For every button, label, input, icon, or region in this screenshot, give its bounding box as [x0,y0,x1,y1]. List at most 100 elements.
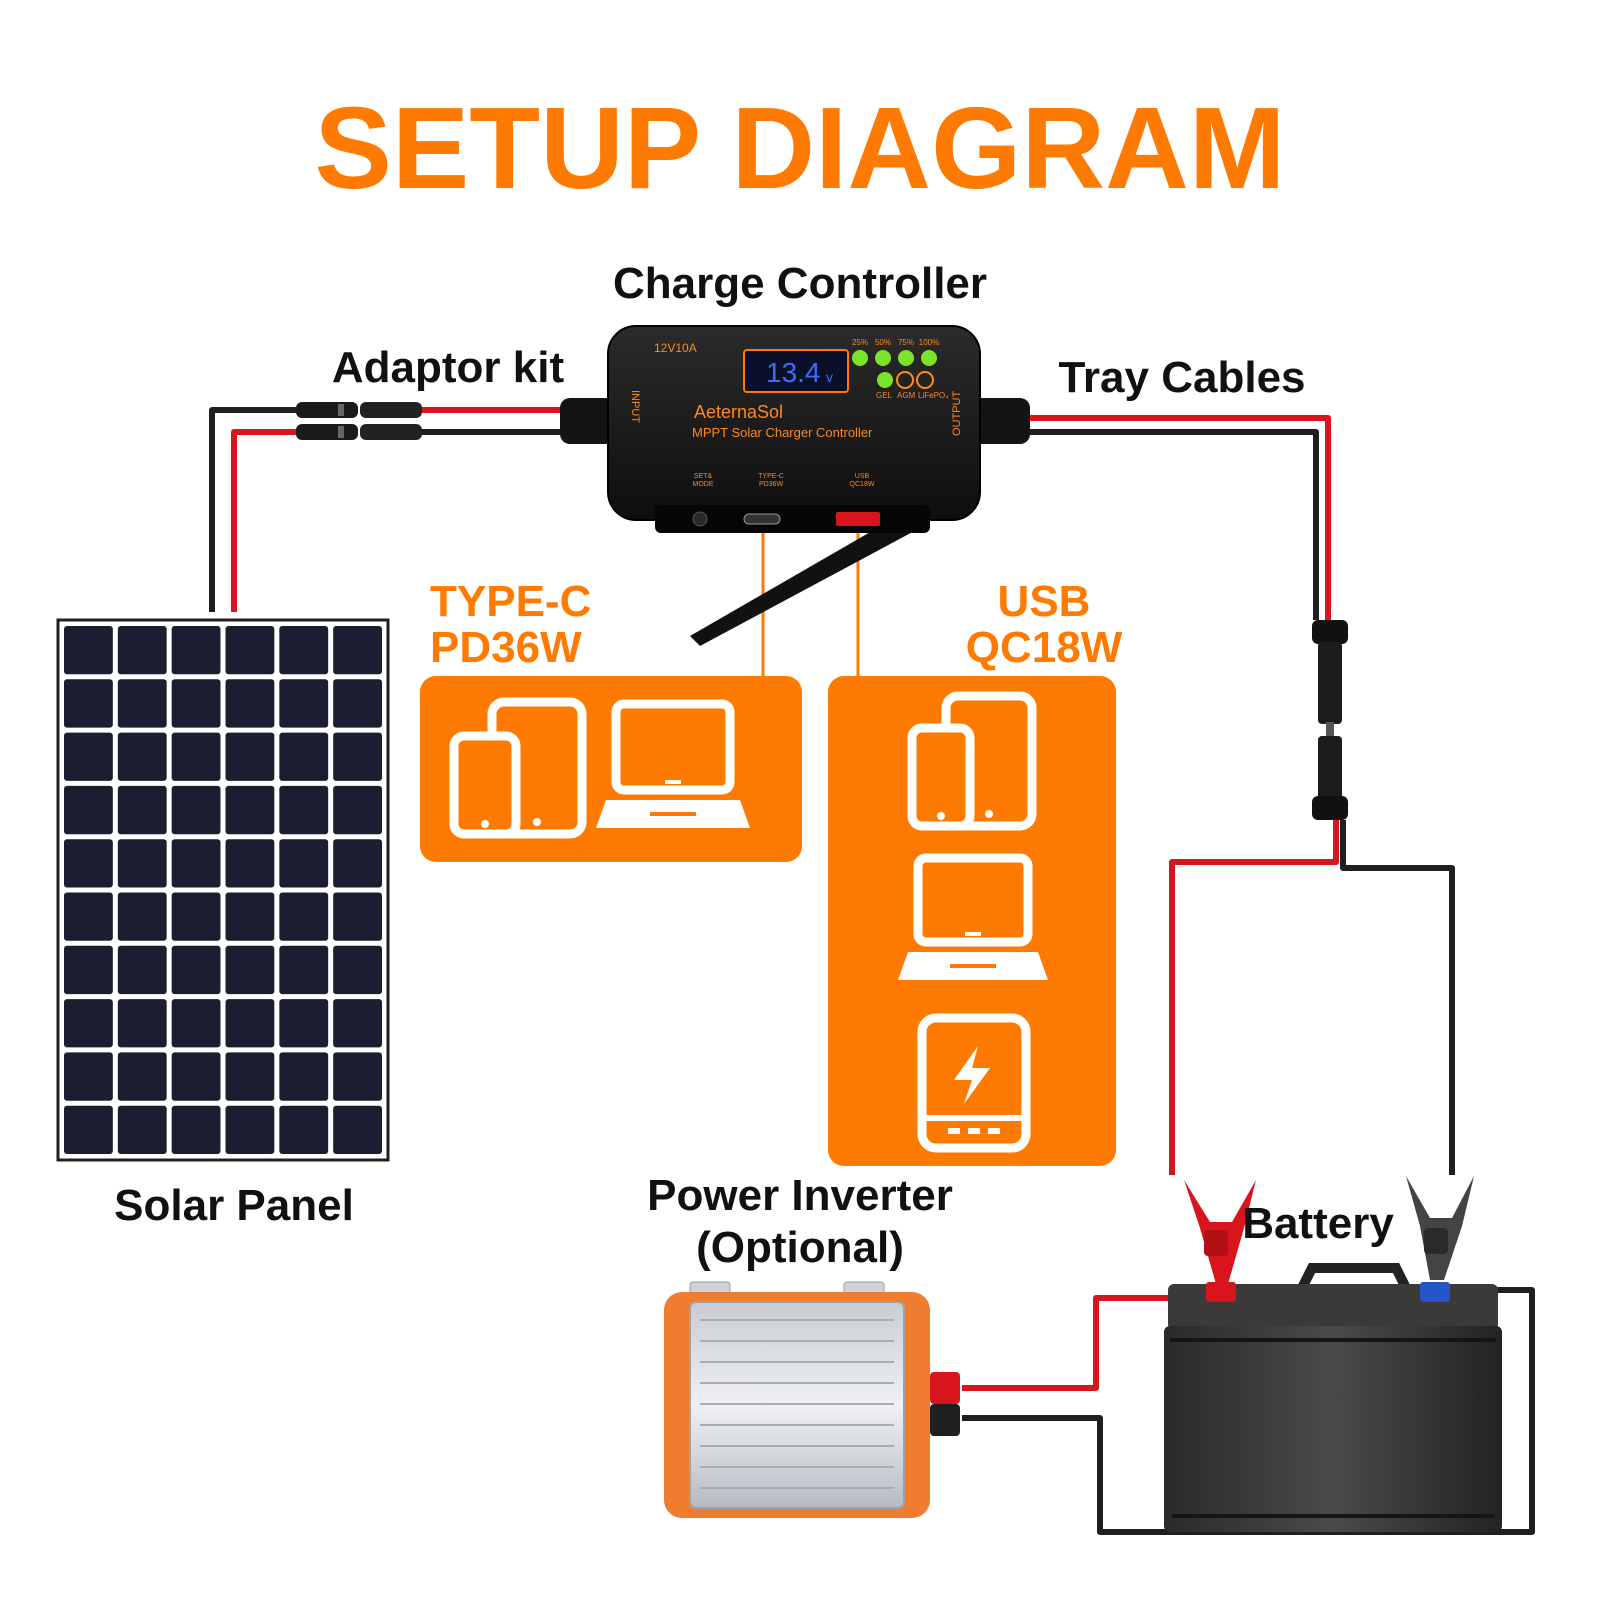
solar-cell [279,999,329,1048]
controller-model: MPPT Solar Charger Controller [692,425,873,440]
battery-type-led [916,371,934,389]
solar-cell [225,732,275,781]
mc4-ring [338,404,344,416]
black-battery-clamp [1406,1176,1474,1280]
output-label: OUTPUT [951,391,963,437]
sae-red-lead [1169,820,1339,1175]
panel-frame [56,618,390,1162]
solar-cell [171,626,221,675]
usb-device-box [828,676,1116,1166]
typec-port[interactable] [743,513,781,525]
solar-cell [117,999,167,1048]
power-inverter-optional-label: (Optional) [696,1223,904,1272]
solar-cell [333,1105,382,1154]
solar-cell [333,732,382,781]
power-inverter [664,1281,960,1518]
solar-cell [117,839,167,888]
solar-cell [64,626,113,675]
solar-cell [225,892,275,941]
solar-cell [64,732,113,781]
laptop-icon [596,699,750,828]
typec-device-box [420,676,802,862]
usb-box-bg [828,676,1116,1166]
phone-icon [449,731,521,839]
solar-cell [225,626,275,675]
solar-cell [279,839,329,888]
solar-panel [56,618,390,1162]
inverter-negative-terminal [930,1404,960,1436]
mc4-connector-top-right [360,402,422,418]
solar-cell [117,1105,167,1154]
page-title: SETUP DIAGRAM [314,83,1285,213]
typec-output-power: PD36W [430,623,582,672]
voltage-value: 13.4 [766,357,821,388]
solar-cell [117,732,167,781]
input-label: INPUT [629,390,641,423]
sae-connector [1312,620,1348,820]
solar-cell [171,999,221,1048]
battery-negative-terminal [1420,1282,1450,1302]
solar-cell [171,785,221,835]
adaptor-kit [296,402,422,440]
usb-port[interactable] [836,512,880,526]
sae-boot-top [1312,620,1348,644]
solar-cell [279,945,329,995]
solar-cell [64,839,113,888]
mc4-connector-bottom-left [296,424,358,440]
solar-cell [225,1052,275,1101]
solar-cell [64,945,113,995]
solar-cell [279,785,329,835]
solar-cell [64,1052,113,1101]
kickstand [690,512,920,646]
solar-cell [333,892,382,941]
solar-cell [171,945,221,995]
solar-cell [64,892,113,941]
solar-cell [171,839,221,888]
level-led [875,350,891,366]
solar-cell [225,785,275,835]
level-led [921,350,937,366]
laptop-icon [898,853,1048,980]
power-bank-icon [917,1013,1031,1153]
tray-red-cable [1030,415,1331,620]
red-battery-clamp [1184,1180,1256,1284]
power-inverter-label: Power Inverter [647,1171,953,1220]
battery-type-led [896,371,914,389]
typec-port-label: PD36W [759,481,784,488]
voltage-display [743,349,849,393]
typec-port-label: TYPE-C [758,473,784,480]
panel-cells [64,626,382,1154]
panel-black-cable [209,407,300,612]
controller-brand: AeternaSol [694,402,783,422]
usb-output-power: QC18W [966,623,1123,672]
tray-cables-label: Tray Cables [1058,353,1305,402]
solar-cell [333,839,382,888]
sae-boot-bottom [1312,796,1348,820]
solar-cell [64,679,113,728]
solar-cell [117,945,167,995]
mc4-connector-bottom-right [360,424,422,440]
inverter-red-cable [962,1295,1228,1391]
solar-cell [279,679,329,728]
solar-cell [64,1105,113,1154]
tray-black-cable [1030,429,1319,620]
solar-cell [171,1052,221,1101]
solar-cell [117,892,167,941]
solar-cell [225,945,275,995]
solar-cell [279,626,329,675]
mc4-connector-top-left [296,402,358,418]
solar-cell [225,999,275,1048]
solar-cell [117,1052,167,1101]
charge-controller-label: Charge Controller [613,259,987,308]
mc4-ring [338,426,344,438]
sae-tab [1326,722,1334,736]
battery-type-label: LiFePO₄ [918,391,948,400]
level-led [852,350,868,366]
usb-output-title: USB [998,577,1091,626]
output-strain-relief [968,398,1030,444]
solar-panel-label: Solar Panel [114,1181,354,1230]
input-strain-relief [560,398,618,444]
set-mode-button[interactable] [692,511,708,527]
solar-cell [333,626,382,675]
solar-cell [279,892,329,941]
